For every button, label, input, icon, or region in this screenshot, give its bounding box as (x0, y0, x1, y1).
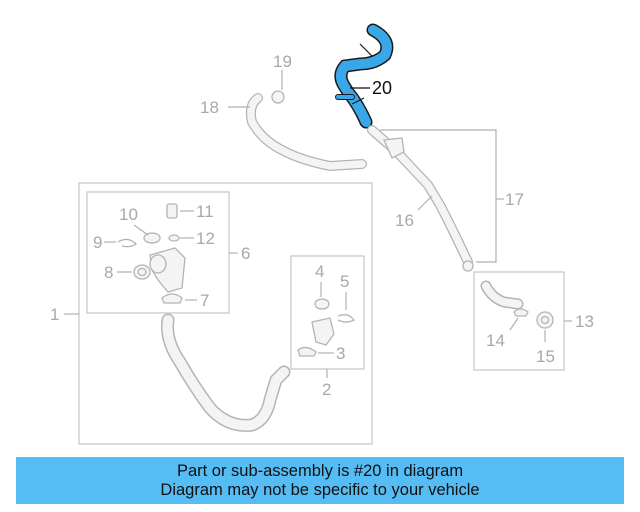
part-7-clamp (161, 293, 183, 304)
callout-3[interactable]: 3 (336, 344, 345, 363)
part-5-clip (337, 314, 355, 323)
banner-line-1: Part or sub-assembly is #20 in diagram (176, 461, 464, 480)
part-13-hose (480, 280, 524, 310)
part-18-pipe (245, 90, 367, 172)
callout-20[interactable]: 20 (372, 78, 392, 98)
callout-9[interactable]: 9 (93, 233, 102, 252)
callout-8[interactable]: 8 (104, 263, 113, 282)
parts-diagram: 20 18 19 16 17 11 10 12 9 (50, 23, 594, 445)
callout-18[interactable]: 18 (200, 98, 219, 117)
callout-17[interactable]: 17 (505, 190, 524, 209)
info-banner: Part or sub-assembly is #20 in diagram D… (16, 457, 624, 504)
part-11-sensor (166, 203, 178, 219)
part-8-seal (133, 264, 151, 280)
part-15-fitting (536, 311, 554, 329)
callout-11[interactable]: 11 (196, 202, 214, 221)
callout-15[interactable]: 15 (536, 347, 555, 366)
part-4-washer (314, 298, 330, 310)
part-2-fitting (311, 317, 335, 346)
part-3-clamp (297, 346, 317, 357)
part-20-hose[interactable] (334, 23, 394, 129)
part-9-clip (117, 238, 138, 248)
callout-2[interactable]: 2 (322, 380, 331, 399)
callout-16[interactable]: 16 (395, 211, 414, 230)
banner-line-2: Diagram may not be specific to your vehi… (160, 480, 480, 499)
part-10-oring (143, 232, 161, 244)
callout-5[interactable]: 5 (340, 272, 349, 291)
part-1-hose (161, 313, 291, 432)
callout-1[interactable]: 1 (50, 305, 59, 324)
callout-12[interactable]: 12 (196, 229, 215, 248)
part-16-pipe (367, 125, 474, 272)
callout-7[interactable]: 7 (200, 291, 209, 310)
part-housing (149, 247, 186, 293)
callout-6[interactable]: 6 (241, 244, 250, 263)
callout-14[interactable]: 14 (486, 331, 505, 350)
callout-10[interactable]: 10 (119, 205, 138, 224)
part-14-clamp (513, 308, 529, 317)
callout-13[interactable]: 13 (575, 312, 594, 331)
callout-4[interactable]: 4 (315, 262, 324, 281)
part-12-washer (168, 234, 180, 242)
callout-19[interactable]: 19 (273, 52, 292, 71)
